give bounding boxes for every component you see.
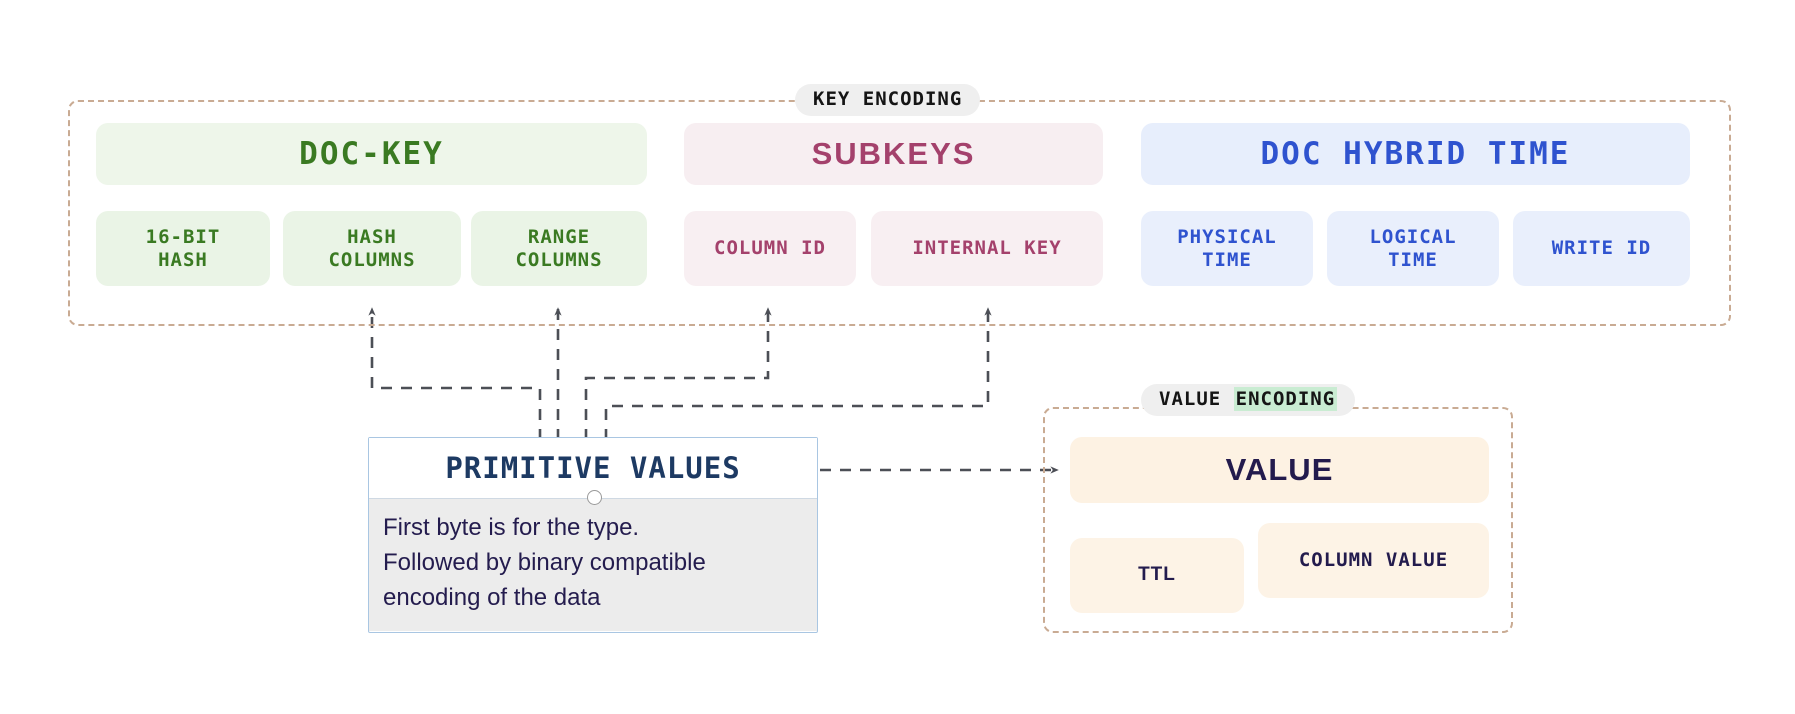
node-write-id[interactable]: WRITE ID: [1513, 211, 1690, 286]
primitive-values-body-line-3: encoding of the data: [383, 583, 601, 611]
primitive-values-body: First byte is for the type. Followed by …: [369, 498, 817, 632]
node-write-id-label: WRITE ID: [1551, 237, 1652, 260]
node-hash-columns-line1: HASH: [347, 226, 397, 249]
doc-hybrid-time-header-label: DOC HYBRID TIME: [1260, 135, 1571, 172]
primitive-values-title-text: PRIMITIVE VALUES: [445, 451, 741, 485]
node-column-id[interactable]: COLUMN ID: [684, 211, 856, 286]
value-header[interactable]: VALUE: [1070, 437, 1489, 503]
resize-handle-icon[interactable]: [587, 490, 602, 505]
value-encoding-label-highlight: ENCODING: [1233, 387, 1338, 411]
key-encoding-label-text: KEY ENCODING: [813, 88, 963, 110]
primitive-values-body-line-2: Followed by binary compatible: [383, 548, 706, 576]
node-column-value[interactable]: COLUMN VALUE: [1258, 523, 1489, 598]
doc-key-header-label: DOC-KEY: [299, 135, 444, 172]
node-logical-time-line2: TIME: [1388, 248, 1438, 271]
node-range-columns-line1: RANGE: [527, 226, 591, 249]
doc-hybrid-time-header[interactable]: DOC HYBRID TIME: [1141, 123, 1690, 185]
connector-to-internal-key: [604, 307, 992, 440]
subkeys-header-label: SUBKEYS: [811, 135, 976, 171]
connector-to-column-id: [584, 307, 772, 440]
node-physical-time[interactable]: PHYSICAL TIME: [1141, 211, 1313, 286]
node-column-id-label: COLUMN ID: [714, 237, 826, 260]
node-ttl[interactable]: TTL: [1070, 538, 1244, 613]
node-physical-time-line1: PHYSICAL: [1177, 226, 1277, 249]
node-hash-columns-line2: COLUMNS: [328, 248, 416, 271]
node-internal-key[interactable]: INTERNAL KEY: [871, 211, 1103, 286]
node-column-value-label: COLUMN VALUE: [1298, 549, 1449, 572]
node-internal-key-label: INTERNAL KEY: [912, 237, 1062, 260]
primitive-values-card[interactable]: PRIMITIVE VALUES First byte is for the t…: [368, 437, 818, 633]
node-ttl-label: TTL: [1138, 564, 1176, 586]
node-physical-time-line2: TIME: [1202, 248, 1252, 271]
value-encoding-label-prefix: VALUE: [1159, 388, 1234, 410]
node-16-bit-hash-line1: 16-BIT: [145, 226, 221, 249]
value-header-label: VALUE: [1225, 451, 1334, 487]
node-hash-columns[interactable]: HASH COLUMNS: [283, 211, 461, 286]
primitive-values-body-line-1: First byte is for the type.: [383, 514, 640, 541]
node-16-bit-hash-line2: HASH: [158, 248, 208, 271]
value-encoding-label: VALUE ENCODING: [1141, 384, 1356, 416]
node-range-columns-line2: COLUMNS: [515, 248, 603, 271]
primitive-values-title: PRIMITIVE VALUES: [369, 438, 817, 505]
doc-key-header[interactable]: DOC-KEY: [96, 123, 647, 185]
subkeys-header[interactable]: SUBKEYS: [684, 123, 1103, 185]
connector-to-hash-columns: [368, 307, 542, 440]
node-16-bit-hash[interactable]: 16-BIT HASH: [96, 211, 270, 286]
node-logical-time[interactable]: LOGICAL TIME: [1327, 211, 1499, 286]
node-logical-time-line1: LOGICAL: [1369, 226, 1457, 249]
key-encoding-label: KEY ENCODING: [795, 84, 981, 116]
node-range-columns[interactable]: RANGE COLUMNS: [471, 211, 647, 286]
